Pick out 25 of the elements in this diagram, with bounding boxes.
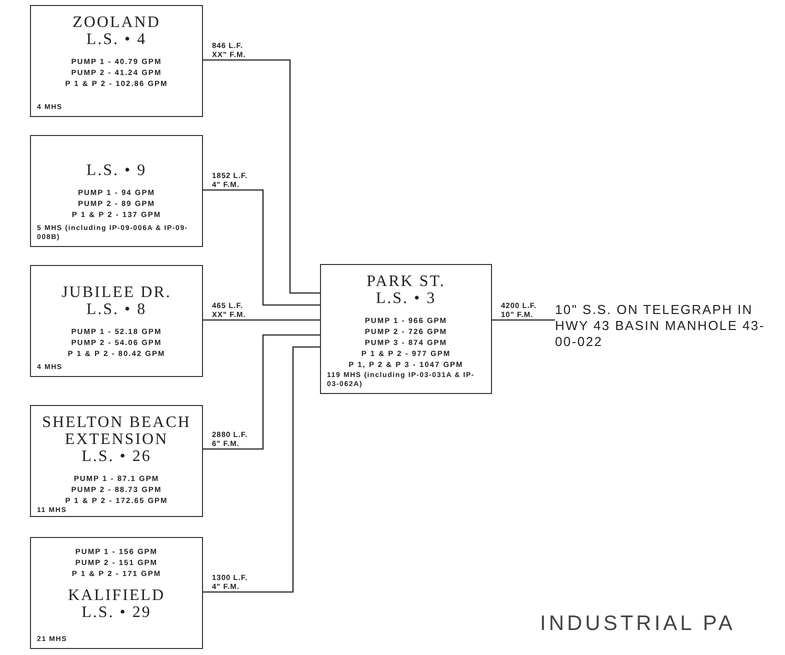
- station-name: L.S. • 3: [376, 290, 436, 307]
- destination-text: 10" S.S. ON TELEGRAPH IN HWY 43 BASIN MANHOLE 43-00-022: [555, 302, 770, 350]
- lift-station-box: [30, 135, 203, 247]
- pipe-line: [203, 59, 320, 294]
- pipe-line: [203, 189, 320, 306]
- station-name: SHELTON BEACH EXTENSION: [41, 414, 192, 448]
- station-name: PARK ST.: [366, 273, 446, 290]
- station-name: L.S. • 9: [86, 162, 147, 179]
- station-name: ZOOLAND: [72, 14, 160, 31]
- lift-station-box: [30, 537, 203, 649]
- pipe-line: [203, 334, 320, 450]
- pipe-line: [203, 346, 320, 593]
- pipe-line: [203, 319, 320, 321]
- pipe-line: [492, 319, 555, 321]
- station-name: L.S. • 29: [82, 604, 152, 621]
- lift-station-box: [30, 5, 203, 117]
- station-name: L.S. • 4: [86, 31, 147, 48]
- lift-station-box: [30, 265, 203, 377]
- station-name: L.S. • 26: [82, 448, 152, 465]
- station-name: JUBILEE DR.: [62, 284, 172, 301]
- lift-station-box: [320, 264, 492, 394]
- station-name: KALIFIELD: [68, 587, 166, 604]
- station-name: L.S. • 8: [86, 301, 147, 318]
- area-label: INDUSTRIAL PA: [540, 612, 736, 636]
- lift-station-box: [30, 405, 203, 517]
